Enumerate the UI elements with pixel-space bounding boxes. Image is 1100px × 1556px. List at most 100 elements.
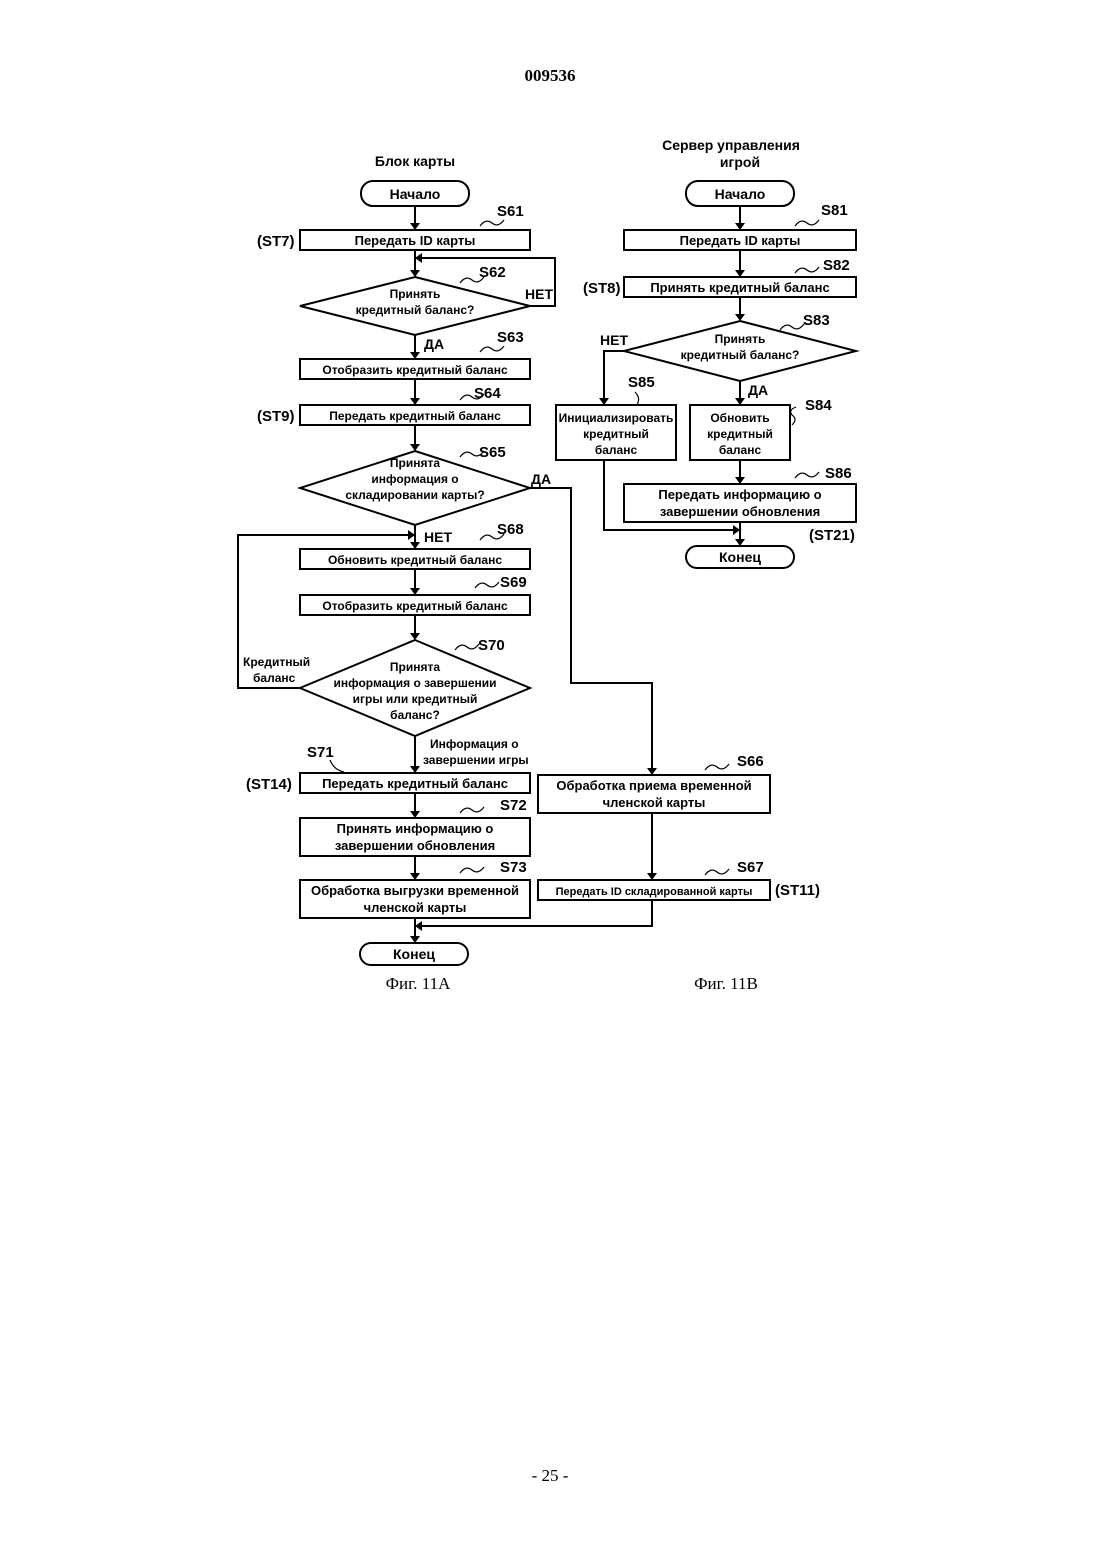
connector-line xyxy=(705,764,729,770)
flow-text: завершении обновления xyxy=(660,504,820,519)
connector-line xyxy=(795,267,819,273)
arrow-head xyxy=(410,223,420,230)
step-s63-text: Отобразить кредитный баланс xyxy=(322,363,508,377)
flow-text: игрой xyxy=(720,154,760,170)
flow-text: членской карты xyxy=(364,900,467,915)
arrow-head xyxy=(410,352,420,359)
step-s70-tag: S70 xyxy=(478,637,505,654)
step-s63-tag: S63 xyxy=(497,329,524,346)
step-s67-text: Передать ID складированной карты xyxy=(556,886,753,898)
connector-line xyxy=(604,351,624,400)
step-s82-tag: S82 xyxy=(823,257,850,274)
arrow-head xyxy=(647,873,657,880)
step-s84-tag: S84 xyxy=(805,397,832,414)
connector-line xyxy=(460,867,484,873)
flow-text: завершении обновления xyxy=(335,838,495,853)
arrow-head xyxy=(408,530,415,540)
connector-line xyxy=(475,582,499,588)
s62-yes-label: ДА xyxy=(424,336,444,352)
s65-no-label: НЕТ xyxy=(424,529,452,545)
s70-down-label: Информация о xyxy=(430,737,519,751)
step-s61-text: Передать ID карты xyxy=(355,233,476,248)
page-number: - 25 - xyxy=(0,1466,1100,1486)
s83-no-label: НЕТ xyxy=(600,332,628,348)
flow-text: Принять xyxy=(390,287,441,301)
arrow-head xyxy=(410,398,420,405)
step-s81-text: Передать ID карты xyxy=(680,233,801,248)
step-s61-tag: S61 xyxy=(497,203,524,220)
s65-yes-label: ДА xyxy=(531,471,551,487)
connector-line xyxy=(455,644,479,650)
step-s72-tag: S72 xyxy=(500,797,527,814)
step-s85-tag: S85 xyxy=(628,374,655,391)
connector-line xyxy=(330,760,344,772)
arrow-head xyxy=(735,270,745,277)
connector-line xyxy=(795,472,819,478)
step-s81-tag: S81 xyxy=(821,202,848,219)
flow-text: баланс xyxy=(595,443,638,457)
arrow-head xyxy=(410,588,420,595)
step-s64-tag: S64 xyxy=(474,385,501,402)
flow-text: баланс xyxy=(253,671,296,685)
connector-line xyxy=(635,392,639,405)
flow-text: Передать информацию о xyxy=(658,487,821,502)
end-label-a: Конец xyxy=(393,946,435,962)
connector-line xyxy=(480,346,504,352)
step-s68-text: Обновить кредитный баланс xyxy=(328,553,502,567)
ref-st8: (ST8) xyxy=(583,280,621,297)
start-label-a: Начало xyxy=(390,186,441,202)
flow-text: Принята xyxy=(390,456,440,470)
flow-text: кредитный баланс? xyxy=(356,303,475,317)
flow-text: складировании карты? xyxy=(345,488,484,502)
ref-st14: (ST14) xyxy=(246,776,292,793)
lane-title-game-server: Сервер управления xyxy=(662,137,800,153)
flow-text: кредитный xyxy=(583,427,649,441)
figure-caption-11b: Фиг. 11В xyxy=(676,974,776,994)
step-s62-tag: S62 xyxy=(479,264,506,281)
arrow-head xyxy=(735,477,745,484)
flow-text: Инициализировать xyxy=(559,411,674,425)
step-s86-tag: S86 xyxy=(825,465,852,482)
step-s67-tag: S67 xyxy=(737,859,764,876)
connector-line xyxy=(791,407,796,425)
arrow-head xyxy=(410,936,420,943)
start-label-b: Начало xyxy=(715,186,766,202)
arrow-head xyxy=(735,539,745,546)
figure-caption-11a: Фиг. 11А xyxy=(368,974,468,994)
flow-text: Обработка приема временной xyxy=(556,778,751,793)
arrow-head xyxy=(735,223,745,230)
flow-text: членской карты xyxy=(603,795,706,810)
arrow-head xyxy=(410,270,420,277)
step-s64-text: Передать кредитный баланс xyxy=(329,409,501,423)
step-s71-tag: S71 xyxy=(307,744,334,761)
step-s71-text: Передать кредитный баланс xyxy=(322,776,508,791)
arrow-head xyxy=(735,398,745,405)
connector-line xyxy=(705,869,729,875)
flow-text: Обновить xyxy=(710,411,769,425)
step-s65-tag: S65 xyxy=(479,444,506,461)
flow-text: Обработка выгрузки временной xyxy=(311,883,519,898)
connector-line xyxy=(780,324,804,330)
s70-left-label: Кредитный xyxy=(243,655,310,669)
ref-st11: (ST11) xyxy=(775,882,820,899)
flow-text: завершении игры xyxy=(423,753,529,767)
connector-line xyxy=(480,220,504,226)
flow-text: кредитный xyxy=(707,427,773,441)
flow-text: кредитный баланс? xyxy=(681,348,800,362)
flow-text: Принять xyxy=(715,332,766,346)
lane-title-card-unit: Блок карты xyxy=(375,153,455,169)
flow-text: Принять информацию о xyxy=(337,821,494,836)
arrow-head xyxy=(733,525,740,535)
flow-text: Принята xyxy=(390,660,440,674)
arrow-head xyxy=(735,314,745,321)
arrow-head xyxy=(410,766,420,773)
step-s68-tag: S68 xyxy=(497,521,524,538)
arrow-head xyxy=(415,921,422,931)
s83-yes-label: ДА xyxy=(748,382,768,398)
step-s83-tag: S83 xyxy=(803,312,830,329)
step-s82-text: Принять кредитный баланс xyxy=(650,280,829,295)
flow-text: баланс xyxy=(719,443,762,457)
ref-st7: (ST7) xyxy=(257,233,295,250)
step-s69-text: Отобразить кредитный баланс xyxy=(322,599,508,613)
